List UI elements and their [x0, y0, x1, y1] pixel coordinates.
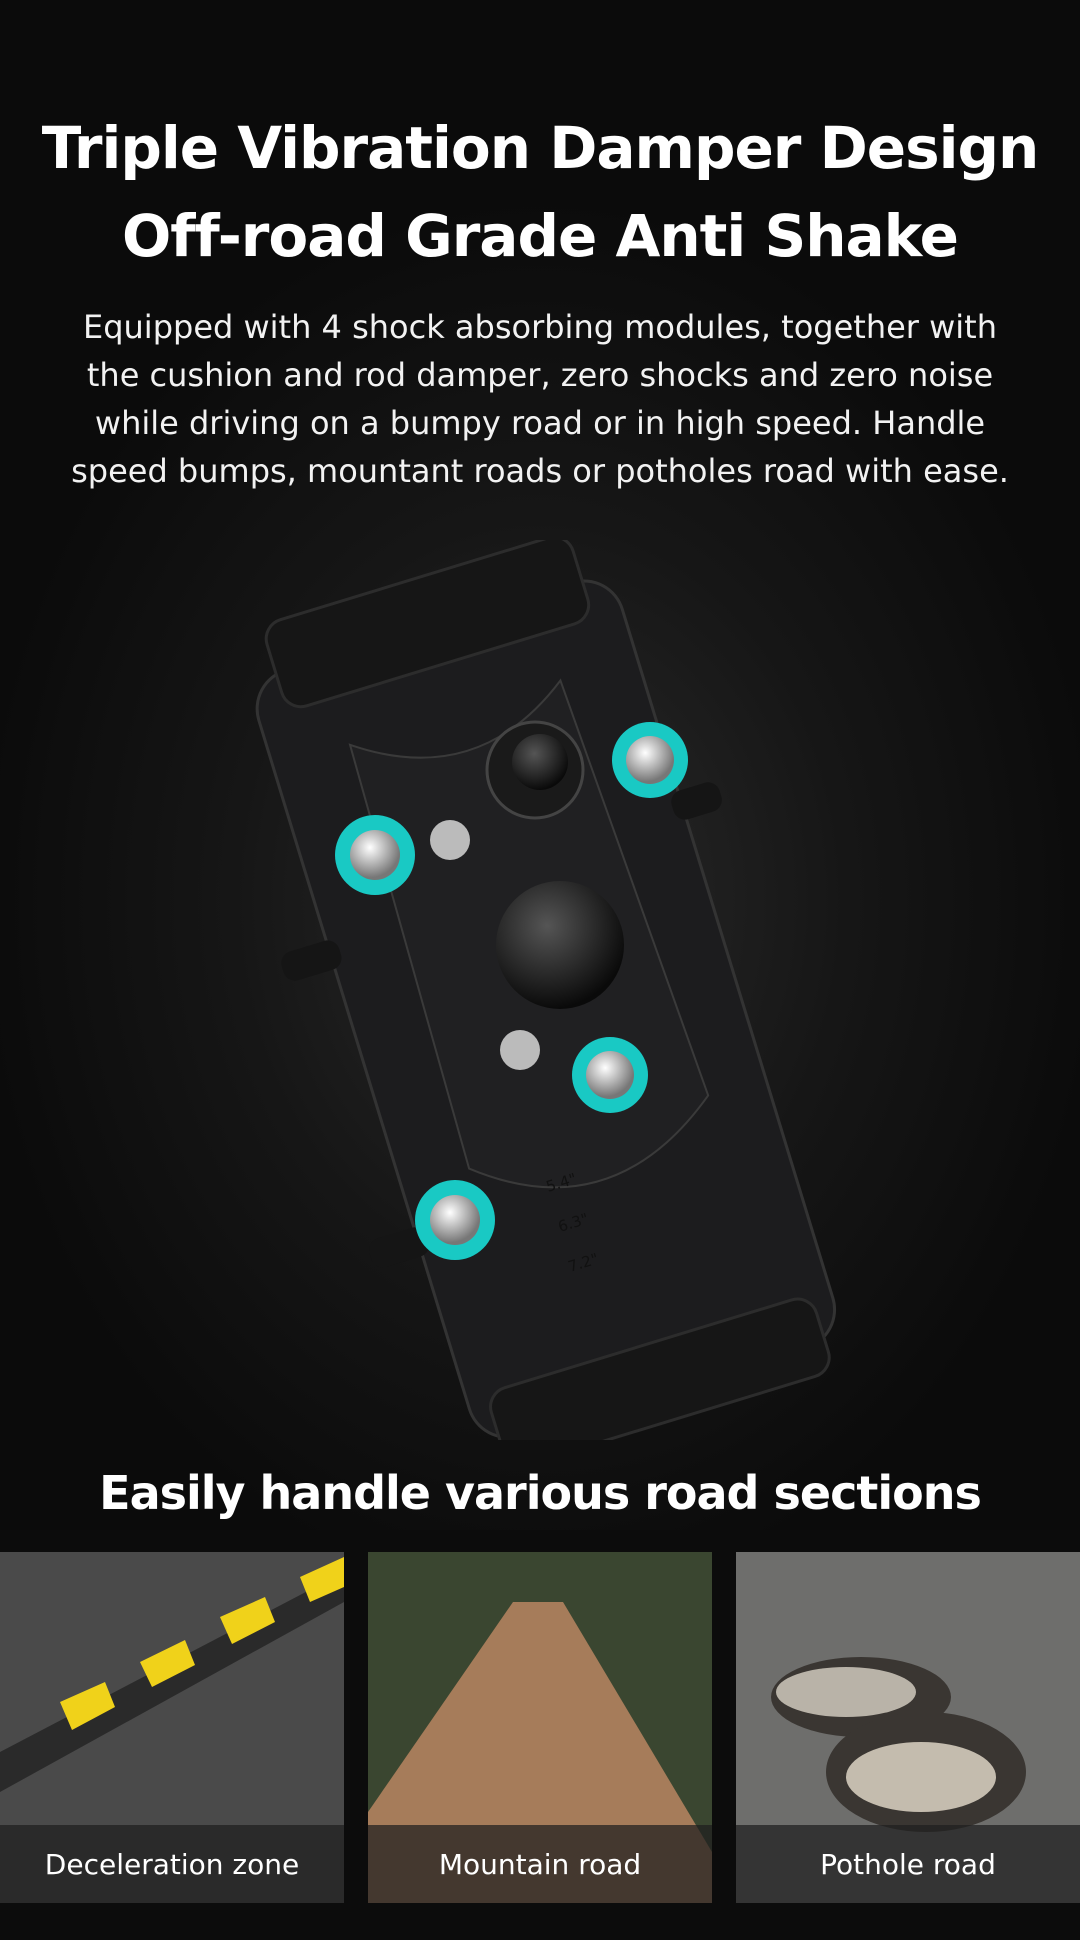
description: Equipped with 4 shock absorbing modules,…	[71, 308, 1009, 490]
road-label: Mountain road	[368, 1825, 712, 1903]
title-line-1: Triple Vibration Damper Design	[41, 114, 1040, 182]
page-title: Triple Vibration Damper Design Off-road …	[0, 104, 1080, 280]
road-label: Pothole road	[736, 1825, 1080, 1903]
road-card-mountain: Mountain road	[368, 1552, 712, 1903]
title-line-2: Off-road Grade Anti Shake	[121, 202, 959, 270]
roads-heading: Easily handle various road sections	[99, 1466, 982, 1520]
road-label: Deceleration zone	[0, 1825, 344, 1903]
road-card-deceleration: Deceleration zone	[0, 1552, 344, 1903]
phone-mount-product-image: 5.4" 6.3" 7.2"	[230, 535, 850, 1467]
road-card-pothole: Pothole road	[736, 1552, 1080, 1903]
